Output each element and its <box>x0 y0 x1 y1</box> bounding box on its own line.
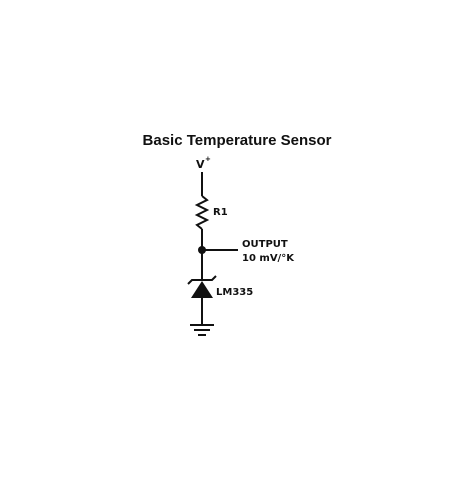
supply-superscript: + <box>205 155 211 163</box>
output-label: OUTPUT <box>242 239 288 250</box>
resistor-r1-symbol <box>194 195 210 230</box>
diagram-title: Basic Temperature Sensor <box>142 132 332 149</box>
ground-icon <box>190 324 214 336</box>
supply-label: V <box>196 158 205 171</box>
resistor-label: R1 <box>213 207 228 218</box>
output-sensitivity-label: 10 mV/°K <box>242 253 295 264</box>
sensor-label: LM335 <box>216 287 253 298</box>
lm335-diode-symbol <box>191 281 213 298</box>
zener-cathode-bar <box>187 275 217 285</box>
